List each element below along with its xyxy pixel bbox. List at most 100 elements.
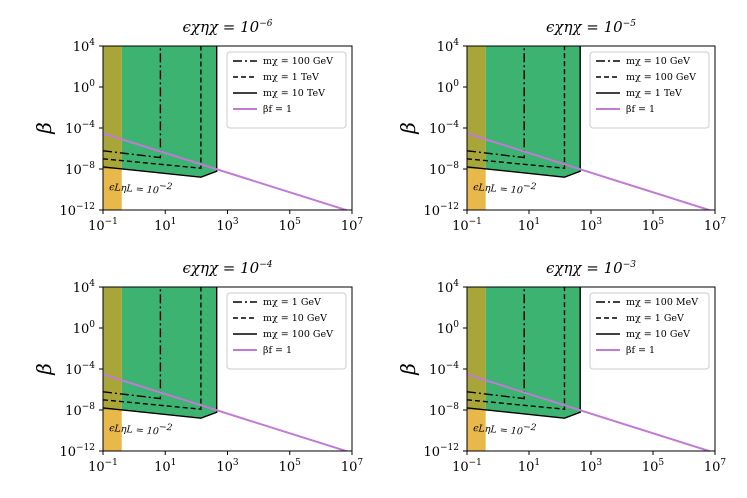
plot-area xyxy=(103,287,350,451)
x-tick-label: 103 xyxy=(216,458,239,475)
y-tick-label: 10−8 xyxy=(429,161,459,178)
x-tick-label: 101 xyxy=(154,217,176,234)
legend-label: mχ = 1 GeV xyxy=(263,297,321,308)
x-tick-label: 10−1 xyxy=(88,458,118,475)
legend-label: βf = 1 xyxy=(263,345,292,356)
annotation: ϵLηL = 10−2 xyxy=(109,178,173,197)
series-line-1 xyxy=(103,287,162,400)
series-line-3 xyxy=(103,46,218,178)
legend: mχ = 10 GeV mχ = 100 GeV mχ = 1 TeV βf = 1 xyxy=(589,51,710,129)
x-tick-label: 101 xyxy=(154,458,176,475)
x-tick-label: 10−1 xyxy=(452,217,482,234)
series-line-2 xyxy=(103,287,202,410)
y-tick-label: 10−4 xyxy=(429,120,459,137)
y-tick-label: 10−12 xyxy=(423,202,459,219)
x-tick-label: 10−1 xyxy=(452,458,482,475)
legend-label: βf = 1 xyxy=(626,345,655,356)
excluded-region xyxy=(121,287,217,419)
y-tick-label: 10−8 xyxy=(429,402,459,419)
legend-label: mχ = 10 GeV xyxy=(626,56,690,67)
y-tick-label: 100 xyxy=(73,320,96,337)
y-tick-label: 100 xyxy=(437,320,460,337)
annotation: ϵLηL = 10−2 xyxy=(473,419,537,438)
y-tick-label: 10−8 xyxy=(65,402,95,419)
plot-area xyxy=(103,46,350,210)
y-axis-label: β xyxy=(32,122,56,135)
x-ticks: 10−1 101 103 105 107 xyxy=(452,210,726,234)
x-tick-label: 107 xyxy=(704,458,727,475)
x-tick-label: 105 xyxy=(642,458,665,475)
x-ticks: 10−1 101 103 105 107 xyxy=(88,451,363,475)
legend-label: mχ = 1 GeV xyxy=(626,313,684,324)
panel-title: ϵχηχ = 10−4 xyxy=(182,259,272,277)
x-ticks: 10−1 101 103 105 107 xyxy=(452,451,726,475)
chart-panel-3: 10−1 101 103 105 107 104 100 10−4 10−8 10−12 ϵχηχ … xyxy=(32,259,363,475)
series-line-1 xyxy=(467,287,525,400)
series-line-3 xyxy=(467,287,581,419)
y-tick-label: 10−12 xyxy=(59,202,95,219)
series-line-1 xyxy=(103,46,162,159)
y-tick-label: 104 xyxy=(437,279,460,296)
legend-label: mχ = 10 GeV xyxy=(626,329,690,340)
excluded-region xyxy=(121,46,217,178)
y-axis-label: β xyxy=(32,363,56,376)
plot-area xyxy=(467,287,713,451)
y-tick-label: 104 xyxy=(73,279,96,296)
series-line-4 xyxy=(103,132,350,210)
y-tick-label: 10−4 xyxy=(65,361,95,378)
y-tick-label: 100 xyxy=(73,79,96,96)
legend-label: mχ = 1 TeV xyxy=(626,88,682,99)
excluded-region xyxy=(485,46,581,178)
legend-label: mχ = 100 GeV xyxy=(626,72,696,83)
excluded-region xyxy=(485,287,581,419)
y-tick-label: 100 xyxy=(437,79,460,96)
panel-title: ϵχηχ = 10−3 xyxy=(546,259,636,277)
y-tick-label: 10−8 xyxy=(65,161,95,178)
chart-panel-1: 10−1 101 103 105 107 104 100 10−4 10−8 10−12 ϵχηχ … xyxy=(32,18,363,234)
y-axis-label: β xyxy=(396,122,420,135)
x-tick-label: 105 xyxy=(279,217,302,234)
x-tick-label: 101 xyxy=(518,458,540,475)
panel-title: ϵχηχ = 10−6 xyxy=(182,18,272,36)
x-tick-label: 107 xyxy=(341,217,364,234)
x-tick-label: 107 xyxy=(704,217,727,234)
x-tick-label: 105 xyxy=(279,458,302,475)
x-tick-label: 103 xyxy=(580,217,603,234)
series-line-4 xyxy=(467,132,713,210)
panel-title: ϵχηχ = 10−5 xyxy=(546,18,636,36)
y-tick-label: 10−12 xyxy=(423,443,459,460)
series-line-2 xyxy=(103,46,202,169)
legend-label: mχ = 100 GeV xyxy=(263,56,333,67)
y-ticks: 104 100 10−4 10−8 10−12 xyxy=(59,279,103,460)
legend-label: βf = 1 xyxy=(626,104,655,115)
legend: mχ = 100 GeV mχ = 1 TeV mχ = 10 TeV βf = 1 xyxy=(226,51,347,129)
series-line-2 xyxy=(467,287,566,410)
series-line-4 xyxy=(467,373,713,451)
y-ticks: 104 100 10−4 10−8 10−12 xyxy=(59,38,103,219)
annotation: ϵLηL = 10−2 xyxy=(473,178,537,197)
plot-area xyxy=(467,46,713,210)
x-tick-label: 103 xyxy=(216,217,239,234)
legend-label: mχ = 100 MeV xyxy=(626,297,698,308)
x-tick-label: 101 xyxy=(518,217,540,234)
y-tick-label: 104 xyxy=(73,38,96,55)
legend-label: mχ = 10 TeV xyxy=(263,88,325,99)
x-tick-label: 105 xyxy=(642,217,665,234)
series-line-2 xyxy=(467,46,566,169)
series-line-1 xyxy=(467,46,525,159)
series-line-3 xyxy=(467,46,581,178)
x-tick-label: 103 xyxy=(580,458,603,475)
y-tick-label: 10−4 xyxy=(65,120,95,137)
legend-label: mχ = 1 TeV xyxy=(263,72,319,83)
legend-label: mχ = 10 GeV xyxy=(263,313,327,324)
series-line-4 xyxy=(103,373,350,451)
y-tick-label: 10−12 xyxy=(59,443,95,460)
x-tick-label: 107 xyxy=(341,458,364,475)
legend-label: βf = 1 xyxy=(263,104,292,115)
x-tick-label: 10−1 xyxy=(88,217,118,234)
